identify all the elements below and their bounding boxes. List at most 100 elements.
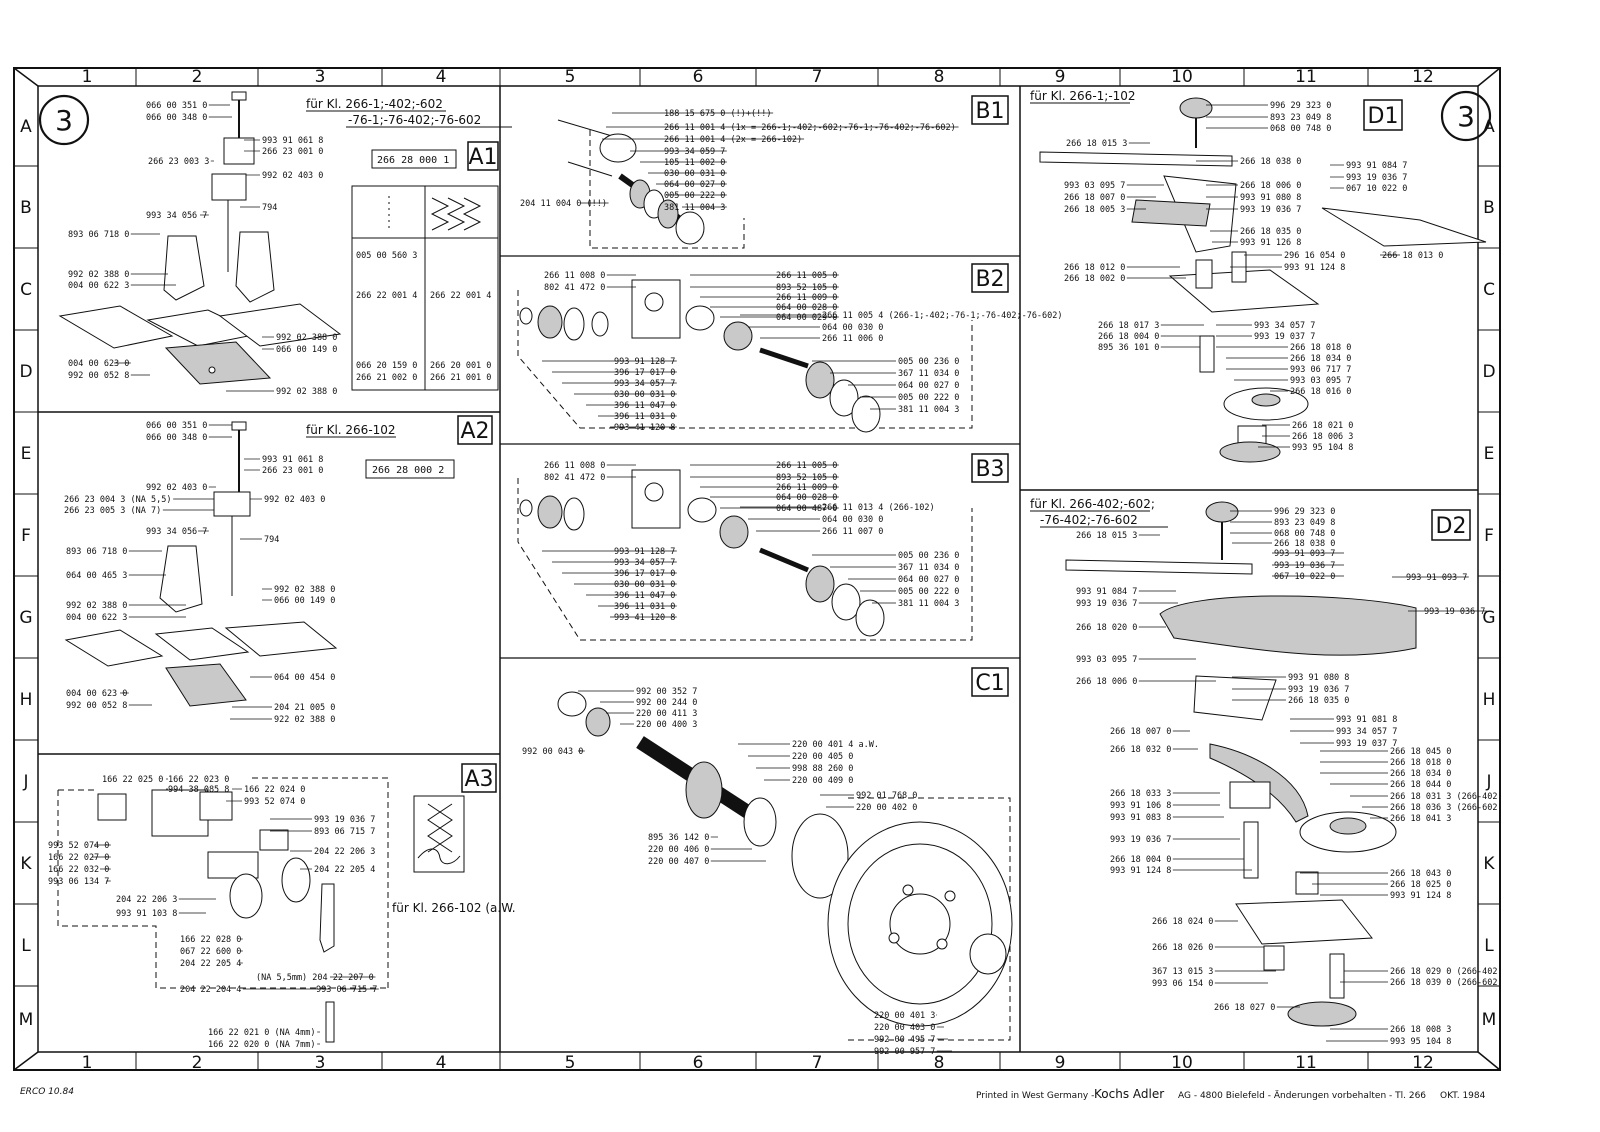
table-cell: 066 20 159 0 xyxy=(356,361,417,371)
part-number: 381 11 004 3 xyxy=(898,599,959,609)
row-label-right: K xyxy=(1483,854,1495,874)
part-number: 067 10 022 0 xyxy=(1274,572,1335,582)
column-label-top: 2 xyxy=(192,67,203,87)
svg-text:3: 3 xyxy=(1457,100,1475,133)
part-number: 993 52 074 0 xyxy=(244,797,305,807)
part-number: 266 18 035 0 xyxy=(1288,696,1349,706)
part-number: 993 06 717 7 xyxy=(1290,365,1351,375)
part-number: 266 23 001 0 xyxy=(262,147,323,157)
part-number: 266 18 006 0 xyxy=(1076,677,1137,687)
part-number: 367 11 034 0 xyxy=(898,369,959,379)
part-number: 266 18 006 0 xyxy=(1240,181,1301,191)
assembly-number-a1: 266 28 000 1 xyxy=(371,149,457,169)
footer-brand: Kochs Adler xyxy=(1094,1087,1164,1101)
part-number: 266 18 039 0 (266-602) xyxy=(1390,978,1503,988)
heading-d1: für Kl. 266-1;-102 xyxy=(1030,89,1136,104)
part-number: 895 36 101 0 xyxy=(1098,343,1159,353)
part-number: 166 22 023 0 xyxy=(168,775,229,785)
part-number: 266 18 007 0 xyxy=(1064,193,1125,203)
part-number: 266 18 033 3 xyxy=(1110,789,1171,799)
part-number: 996 29 323 0 xyxy=(1270,101,1331,111)
part-number: 895 36 142 0 xyxy=(648,833,709,843)
svg-text:D2: D2 xyxy=(1436,514,1467,539)
part-number: 266 11 005 0 xyxy=(776,271,837,281)
part-number: 220 00 405 0 xyxy=(792,752,853,762)
part-number: 266 18 026 0 xyxy=(1152,943,1213,953)
part-number: 066 00 149 0 xyxy=(274,596,335,606)
part-number: 166 22 032 0 xyxy=(48,865,109,875)
heading-a1: für Kl. 266-1;-402;-602 -76-1;-76-402;-7… xyxy=(306,97,512,128)
table-cell: 266 22 001 4 xyxy=(430,291,491,301)
row-label-right: C xyxy=(1483,280,1495,300)
part-number: 068 00 748 0 xyxy=(1270,124,1331,134)
svg-text:für Kl. 266-1;-402;-602: für Kl. 266-1;-402;-602 xyxy=(306,97,443,111)
heading-d2: für Kl. 266-402;-602; -76-402;-76-602 xyxy=(1030,497,1168,528)
svg-text:266 28 000 2: 266 28 000 2 xyxy=(372,465,444,476)
column-label-top: 3 xyxy=(315,67,326,87)
svg-text:3: 3 xyxy=(55,104,73,137)
part-number: 993 34 059 7 xyxy=(664,147,725,157)
footer: ERCO 10.84 Printed in West Germany - Koc… xyxy=(20,1087,1486,1101)
part-number: 266 18 043 0 xyxy=(1390,869,1451,879)
part-number: 266 18 024 0 xyxy=(1152,917,1213,927)
part-number: 204 22 206 3 xyxy=(314,847,375,857)
part-number: 993 06 715 7 xyxy=(316,985,377,995)
part-number: 266 18 007 0 xyxy=(1110,727,1171,737)
column-label-top: 7 xyxy=(812,67,823,87)
row-label-left: H xyxy=(20,690,33,710)
svg-text:B1: B1 xyxy=(975,99,1004,124)
part-number: 067 10 022 0 xyxy=(1346,184,1407,194)
part-number: 266 18 031 3 (266-402) xyxy=(1390,792,1503,802)
part-number: 266 11 008 0 xyxy=(544,271,605,281)
part-number: 266 18 029 0 (266-402) xyxy=(1390,967,1503,977)
section-label-b3: B3 xyxy=(971,453,1009,483)
svg-text:C1: C1 xyxy=(975,671,1004,696)
part-number: 004 00 623 0 xyxy=(68,359,129,369)
part-number: 064 00 465 3 xyxy=(66,571,127,581)
section-label-d2: D2 xyxy=(1431,509,1471,541)
part-number: 396 17 017 0 xyxy=(614,569,675,579)
page-number-circle-left: 3 xyxy=(38,94,90,146)
table-cell: 266 21 002 0 xyxy=(356,373,417,383)
part-number: 996 29 323 0 xyxy=(1274,507,1335,517)
part-number: 266 18 034 0 xyxy=(1290,354,1351,364)
part-number: 993 91 083 8 xyxy=(1110,813,1171,823)
part-number: 064 00 028 0 xyxy=(776,493,837,503)
part-number: 266 18 020 0 xyxy=(1076,623,1137,633)
part-number: 220 00 402 0 xyxy=(856,803,917,813)
column-label-top: 4 xyxy=(436,67,447,87)
stitch-symbol-a3 xyxy=(413,795,465,873)
svg-text:für Kl. 266-102: für Kl. 266-102 xyxy=(306,423,396,437)
part-number: 993 41 120 8 xyxy=(614,613,675,623)
part-number: 266 18 005 3 xyxy=(1064,205,1125,215)
part-number: 266 11 009 0 xyxy=(776,483,837,493)
part-number: 064 00 487 0 xyxy=(776,504,837,514)
part-number: 266 18 021 0 xyxy=(1292,421,1353,431)
part-number: 204 22 204 4 xyxy=(180,985,241,995)
parts-d1 xyxy=(1039,97,1487,463)
column-label-bottom: 1 xyxy=(82,1053,93,1073)
leader-lines xyxy=(92,104,1487,1052)
part-number: 992 02 403 0 xyxy=(262,171,323,181)
part-number: 993 19 036 7 xyxy=(1346,173,1407,183)
table-cell: 266 20 001 0 xyxy=(430,361,491,371)
part-number: 266 23 001 0 xyxy=(262,466,323,476)
part-number: 004 00 622 3 xyxy=(66,613,127,623)
part-number: 266 18 032 0 xyxy=(1110,745,1171,755)
section-label-b2: B2 xyxy=(971,263,1009,293)
part-number: 220 00 403 0 xyxy=(874,1023,935,1033)
part-number: 993 91 080 8 xyxy=(1288,673,1349,683)
column-label-bottom: 7 xyxy=(812,1053,823,1073)
part-number: 266 18 035 0 xyxy=(1240,227,1301,237)
part-number: 367 11 034 0 xyxy=(898,563,959,573)
part-number: 993 91 093 7 xyxy=(1274,549,1335,559)
part-number: 266 23 003 3 xyxy=(148,157,209,167)
footer-company: AG - 4800 Bielefeld - Änderungen vorbeha… xyxy=(1178,1090,1426,1101)
part-number: 030 00 031 0 xyxy=(614,390,675,400)
part-number: 993 03 095 7 xyxy=(1064,181,1125,191)
part-number: 893 06 715 7 xyxy=(314,827,375,837)
row-label-right: B xyxy=(1483,198,1495,218)
part-number: 105 11 002 0 xyxy=(664,158,725,168)
